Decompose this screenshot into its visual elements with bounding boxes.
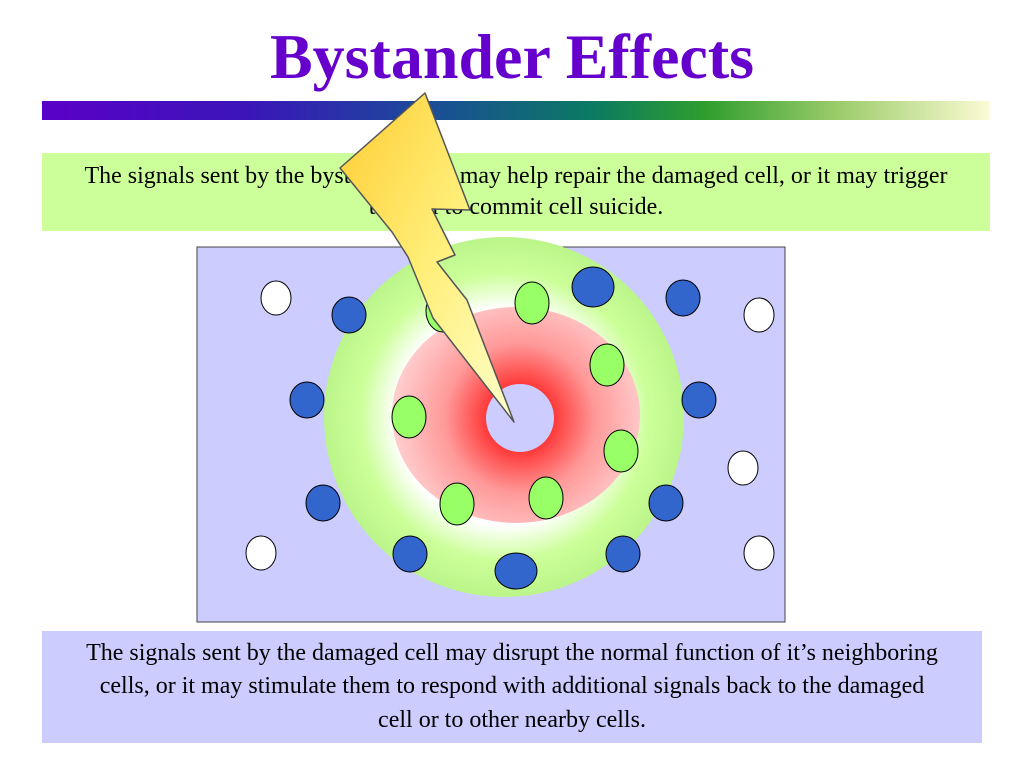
distant-cell — [743, 535, 775, 571]
bottom-caption-box: The signals sent by the damaged cell may… — [42, 631, 982, 743]
distant-cell — [245, 535, 277, 571]
distant-cell — [727, 450, 759, 486]
distant-cell — [743, 297, 775, 333]
slide-title: Bystander Effects — [269, 21, 755, 92]
distant-cell — [260, 280, 292, 316]
bystander-cell — [603, 429, 639, 473]
top-caption-text: The signals sent by the bystander cells … — [84, 162, 948, 220]
neighbor-cell — [605, 535, 641, 573]
bystander-signal-zone — [324, 237, 684, 597]
neighbor-cell — [648, 484, 684, 522]
bystander-cell — [439, 482, 475, 526]
tissue-background — [196, 246, 786, 623]
bystander-cell — [514, 281, 550, 325]
title-underline-bar — [42, 101, 990, 120]
neighbor-cell — [681, 381, 717, 419]
bottom-caption-text: The signals sent by the damaged cell may… — [86, 640, 938, 733]
neighbor-cell — [331, 296, 367, 334]
top-caption-box: The signals sent by the bystander cells … — [42, 153, 990, 231]
bystander-cell — [589, 343, 625, 387]
neighbor-cell — [305, 484, 341, 522]
neighbor-cell — [571, 266, 615, 308]
damage-signal-zone — [392, 307, 640, 523]
neighbor-cell — [665, 279, 701, 317]
neighbor-cell — [392, 535, 428, 573]
neighbor-cell — [494, 552, 538, 590]
bystander-cell — [528, 476, 564, 520]
bystander-cell — [425, 289, 461, 333]
damaged-cell — [486, 384, 554, 452]
bystander-cell — [391, 395, 427, 439]
neighbor-cell — [289, 381, 325, 419]
